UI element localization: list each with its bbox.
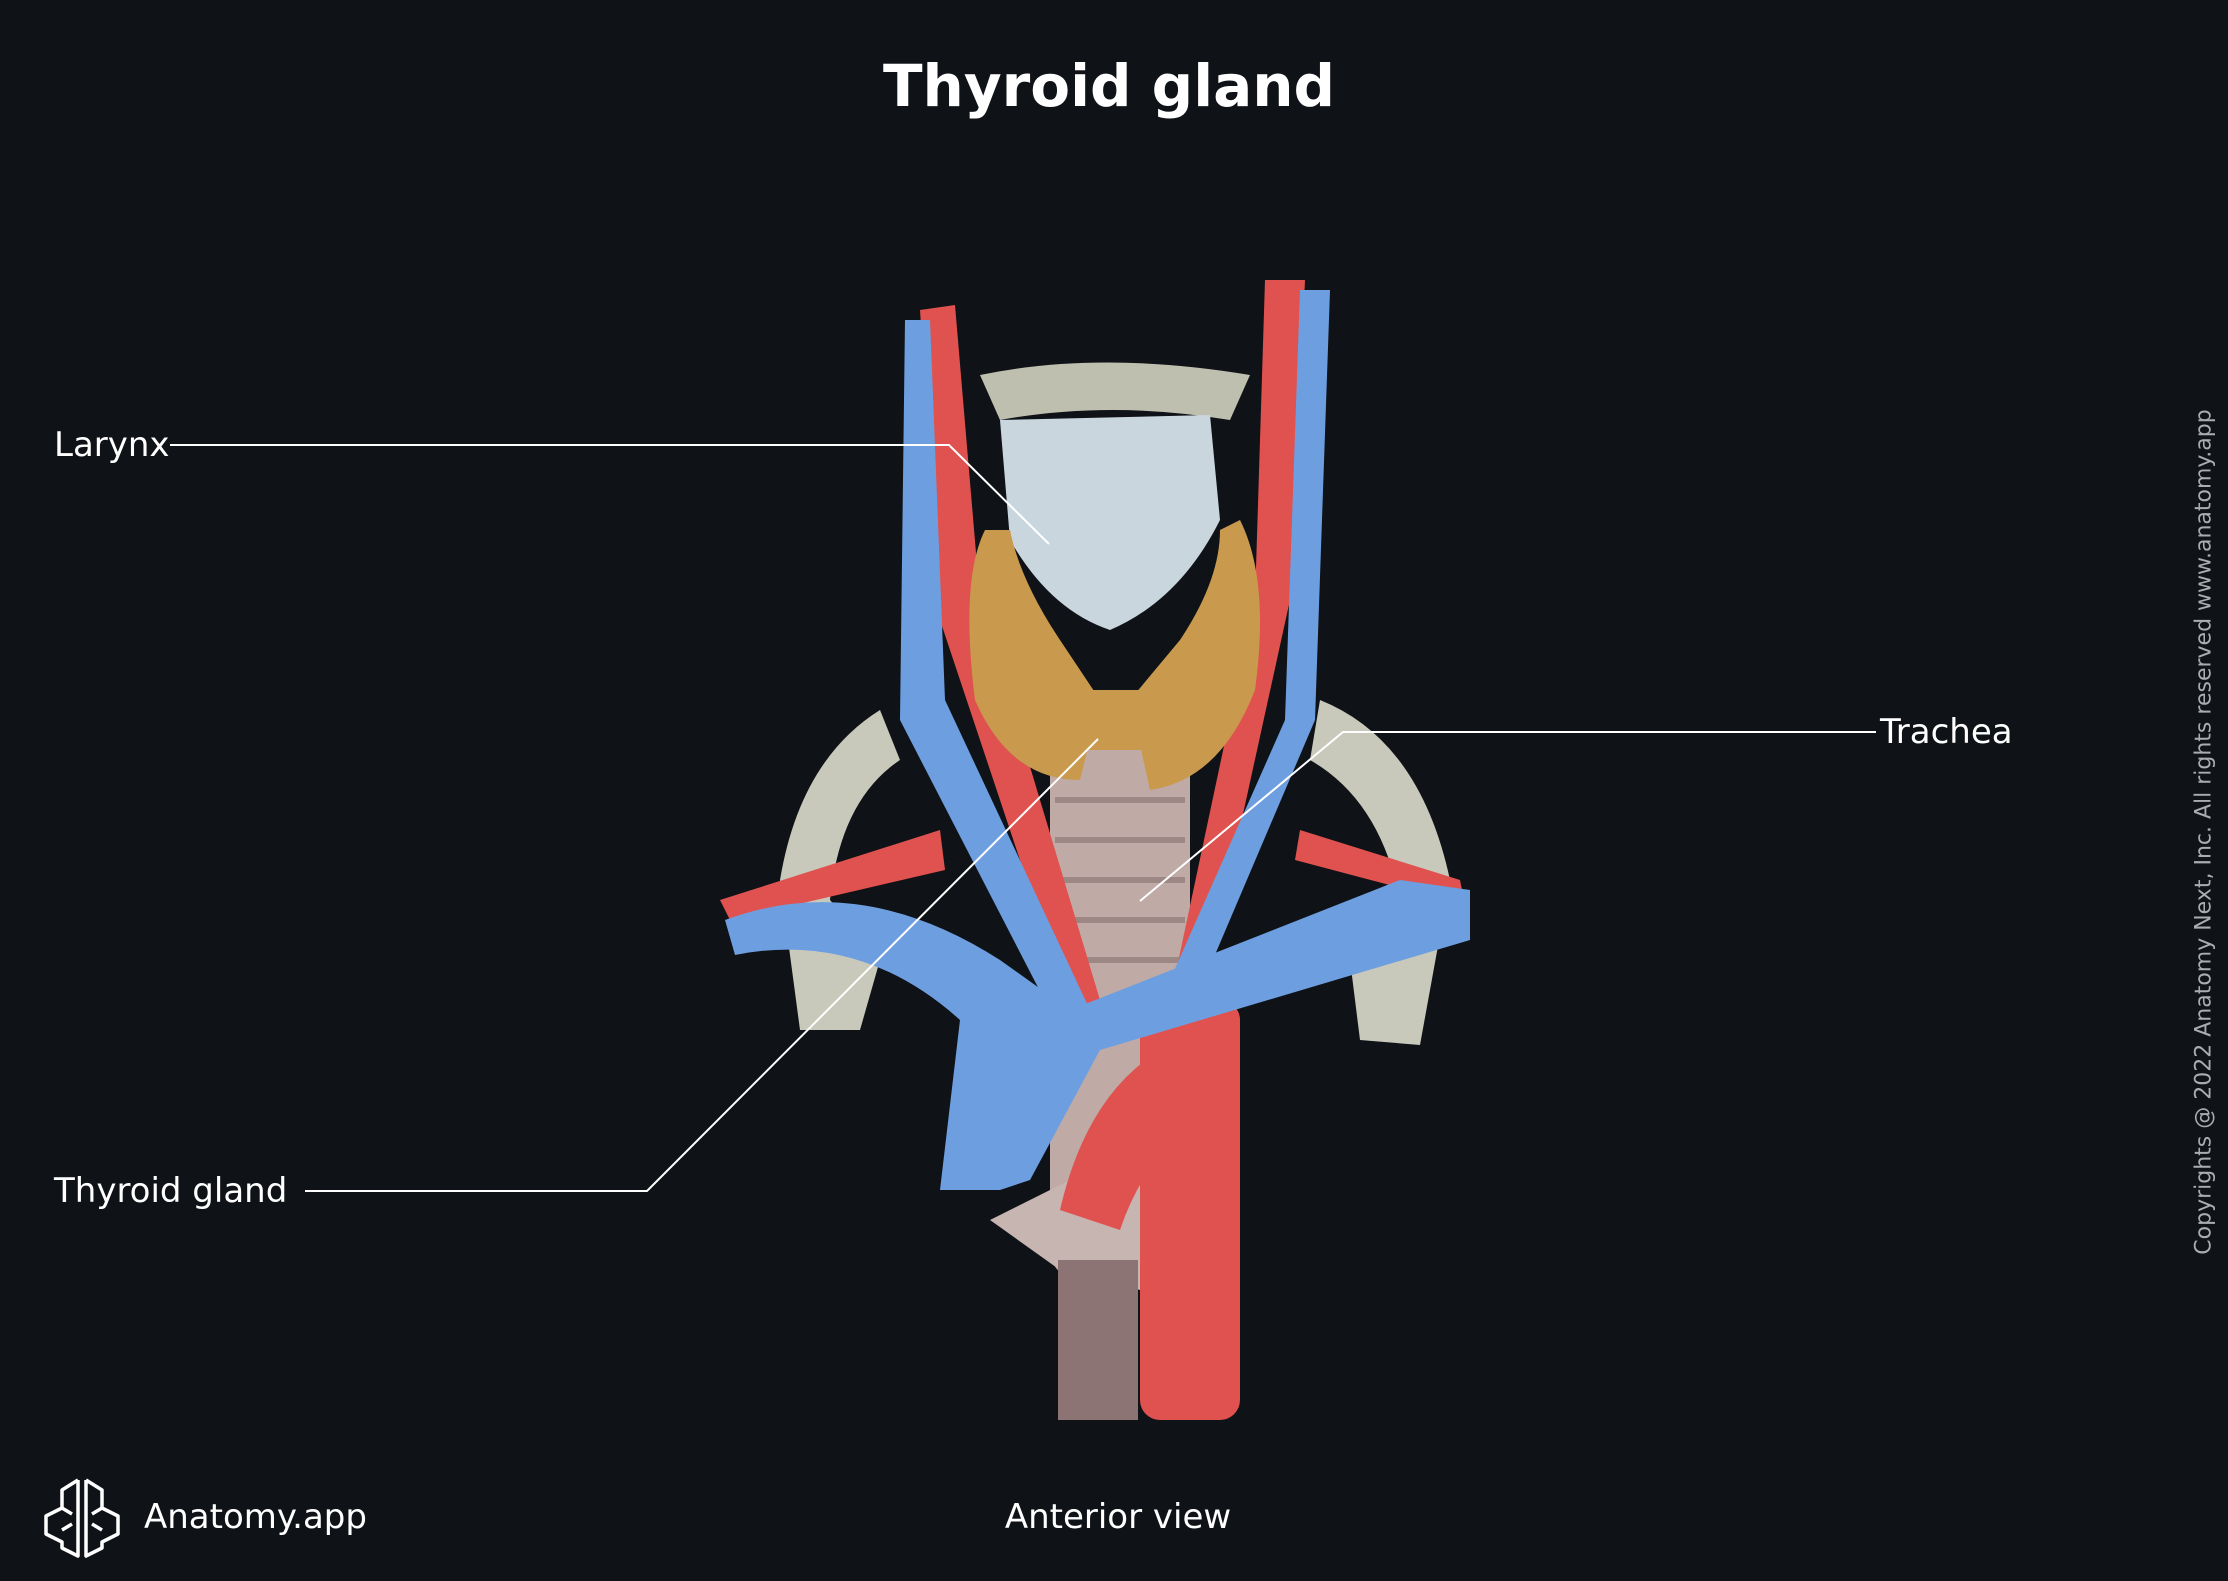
leader-line-trachea — [1139, 731, 1876, 902]
label-thyroid-gland: Thyroid gland — [54, 1171, 288, 1211]
hyoid-bone — [980, 362, 1250, 420]
label-larynx: Larynx — [54, 425, 170, 465]
page-title: Thyroid gland — [882, 52, 1336, 120]
leader-line-larynx — [170, 444, 1050, 545]
thyroid-cartilage — [1000, 415, 1220, 630]
copyright-notice: Copyrights @ 2022 Anatomy Next, Inc. All… — [2191, 409, 2217, 1255]
brain-icon — [44, 1478, 120, 1558]
veins — [725, 290, 1470, 1190]
brand-name: Anatomy.app — [144, 1497, 367, 1537]
thyroid-gland-shape — [969, 520, 1260, 790]
leader-line-thyroid-gland — [305, 738, 1099, 1192]
label-trachea: Trachea — [1880, 712, 2013, 752]
view-caption: Anterior view — [1004, 1497, 1232, 1537]
leader-lines — [170, 444, 1876, 1192]
